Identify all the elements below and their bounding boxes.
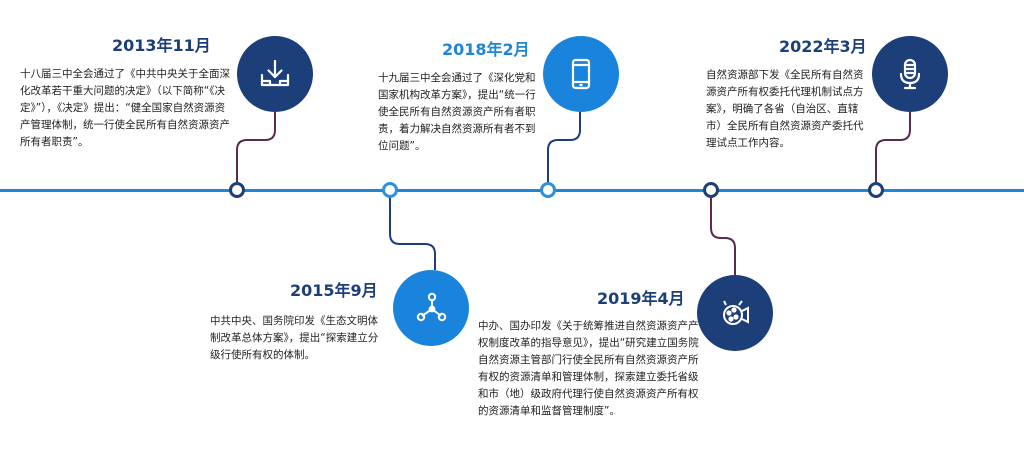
connector-2013 [236,112,276,182]
desc-2022: 自然资源部下发《全民所有自然资源资产所有权委托代理机制试点方案》，明确了各省（自… [706,69,864,149]
connector-2015 [389,198,436,270]
date-2018: 2018年2月 [442,40,530,59]
event-circle-2013 [237,36,313,112]
timeline-node-2022 [868,182,884,198]
connector-2018 [547,112,581,182]
date-2013: 2013年11月 [112,36,211,55]
event-circle-2019 [697,275,773,351]
desc-2015: 中共中央、国务院印发《生态文明体制改革总体方案》，提出“探索建立分级行使所有权的… [210,315,379,361]
connector-2019 [710,198,736,275]
smartphone-icon [571,58,591,90]
desc-2019: 中办、国办印发《关于统筹推进自然资源资产产权制度改革的指导意见》，提出“研究建立… [478,320,699,417]
desc-2013: 十八届三中全会通过了《中共中央关于全面深化改革若干重大问题的决定》（以下简称“《… [20,68,230,148]
event-circle-2015 [393,270,469,346]
timeline-node-2015 [382,182,398,198]
date-2019: 2019年4月 [597,289,685,308]
desc-2018: 十九届三中全会通过了《深化党和国家机构改革方案》，提出“统一行使全民所有自然资源… [378,72,536,152]
network-nodes-icon [416,292,447,322]
event-circle-2022 [872,36,948,112]
timeline-node-2013 [229,182,245,198]
date-2022: 2022年3月 [779,37,867,56]
date-2015: 2015年9月 [290,281,378,300]
timeline-node-2018 [540,182,556,198]
microphone-icon [899,58,921,90]
film-camera-icon [723,300,749,325]
connector-2022 [875,112,911,182]
timeline-axis [0,189,1024,192]
download-tray-icon [260,59,290,87]
timeline-node-2019 [703,182,719,198]
event-circle-2018 [543,36,619,112]
